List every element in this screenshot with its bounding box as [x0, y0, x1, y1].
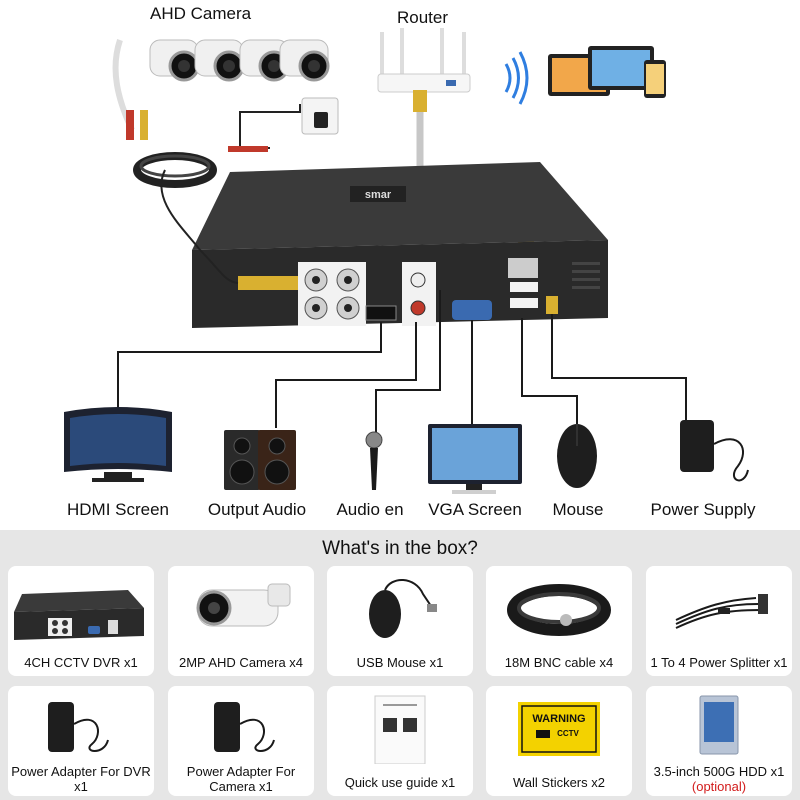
hdd-label: 3.5-inch 500G HDD x1	[653, 764, 785, 779]
box-item-mouse: USB Mouse x1	[327, 566, 473, 676]
mobile-devices-image	[548, 46, 666, 98]
box-item-camera: 2MP AHD Camera x4	[168, 566, 314, 676]
box-item-dvr: 4CH CCTV DVR x1	[8, 566, 154, 676]
router-image	[377, 28, 471, 93]
label-vga-screen: VGA Screen	[428, 500, 522, 519]
speakers-image	[224, 430, 296, 490]
box-item-label: 18M BNC cable x4	[504, 655, 614, 670]
box-item-label: Power Adapter For Camera x1	[186, 764, 296, 794]
box-item-power-splitter: 1 To 4 Power Splitter x1	[646, 566, 792, 676]
box-item-bnc-cable: 18M BNC cable x4	[486, 566, 632, 676]
label-ahd-camera: AHD Camera	[150, 4, 252, 23]
box-item-label: 4CH CCTV DVR x1	[24, 655, 138, 670]
warning-sticker-sub: CCTV	[557, 729, 579, 738]
box-item-quick-guide: Quick use guide x1	[327, 686, 473, 796]
box-item-label: 1 To 4 Power Splitter x1	[650, 655, 788, 670]
box-title: What's in the box?	[322, 538, 478, 559]
dvr-icon	[14, 590, 144, 640]
power-adapter-icon	[48, 702, 109, 752]
box-item-wall-stickers: WARNING CCTV Wall Stickers x2	[486, 686, 632, 796]
power-supply-image	[680, 420, 749, 482]
box-item-label: 3.5-inch 500G HDD x1 (optional)	[646, 764, 792, 794]
label-router: Router	[397, 8, 449, 27]
label-output-audio: Output Audio	[207, 500, 307, 519]
splitter-icon	[675, 594, 768, 629]
box-item-hdd: 3.5-inch 500G HDD x1 (optional)	[646, 686, 792, 796]
diagram-graphics: smar	[64, 28, 749, 494]
box-item-label: USB Mouse x1	[356, 655, 444, 670]
optional-note: (optional)	[691, 779, 747, 794]
box-item-dvr-adapter: Power Adapter For DVR x1	[8, 686, 154, 796]
dvr-brand: smar	[365, 189, 392, 201]
whats-in-the-box-section: What's in the box? 4CH CCTV DVR x1 2MP A…	[0, 530, 800, 800]
dvr-image: smar	[192, 162, 608, 328]
cable-icon	[507, 584, 611, 636]
mouse-icon	[369, 579, 437, 638]
connection-diagram: smar	[64, 4, 756, 519]
label-hdmi-screen: HDMI Screen	[66, 500, 170, 519]
box-item-label: Wall Stickers x2	[513, 775, 605, 790]
box-item-camera-adapter: Power Adapter For Camera x1	[168, 686, 314, 796]
warning-sticker-title: WARNING	[532, 713, 585, 725]
vga-screen-image	[428, 424, 522, 494]
ahd-cameras-image	[112, 39, 330, 140]
guide-icon	[374, 695, 426, 764]
warning-sticker-icon: WARNING CCTV	[518, 702, 600, 756]
box-item-label: 2MP AHD Camera x4	[178, 655, 304, 670]
box-item-label: Quick use guide x1	[344, 775, 456, 790]
hdd-icon	[699, 695, 739, 755]
label-audio-in: Audio en	[336, 500, 404, 519]
hdmi-screen-image	[64, 407, 172, 482]
label-mouse: Mouse	[552, 500, 604, 519]
microphone-image	[365, 431, 383, 490]
mouse-image	[557, 424, 597, 488]
power-adapter-icon	[214, 702, 275, 752]
label-power-supply: Power Supply	[650, 500, 756, 519]
camera-icon	[196, 583, 291, 627]
box-item-label: Power Adapter For DVR x1	[11, 764, 151, 794]
